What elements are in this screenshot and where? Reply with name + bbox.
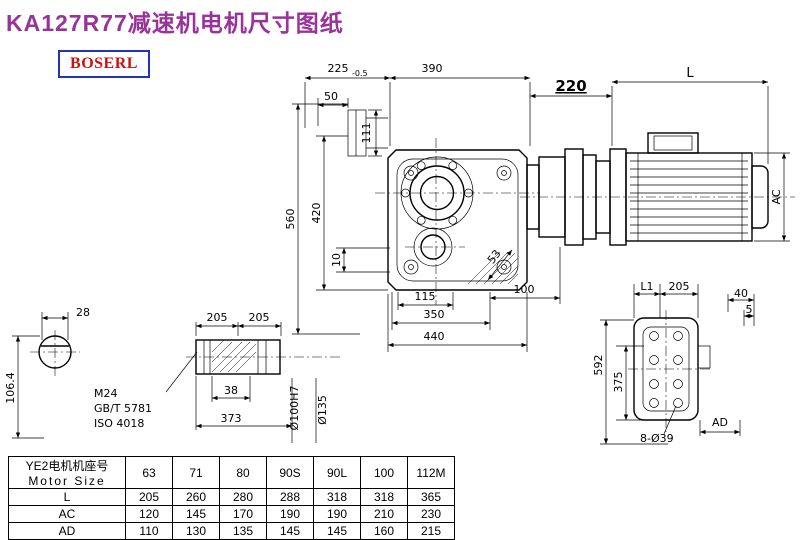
- gearbox-front-view: [375, 138, 540, 305]
- table-cell: 135: [219, 522, 267, 540]
- table-cell: 288: [266, 488, 314, 506]
- dim-220: 220: [555, 77, 586, 95]
- row-label-AD: AD: [8, 522, 126, 540]
- dimension-annotations: 225 -0.5 390 220 L 50 111 560 420 10 AC …: [4, 62, 790, 445]
- table-cell: 230: [407, 505, 455, 523]
- table-cell: 145: [172, 505, 220, 523]
- table-cell: 170: [219, 505, 267, 523]
- motor-fins: [630, 160, 748, 234]
- table-cell: 160: [360, 522, 408, 540]
- table-size-90s: 90S: [266, 456, 314, 489]
- dim-8-holes: 8-Ø39: [640, 432, 674, 445]
- shaft-hatch: [211, 339, 257, 373]
- label-iso-standard: ISO 4018: [94, 417, 144, 430]
- dim-L: L: [686, 66, 694, 81]
- dim-50: 50: [324, 90, 338, 103]
- table-size-100: 100: [360, 456, 408, 489]
- dim-AC: AC: [770, 189, 783, 204]
- dim-40: 40: [734, 287, 748, 300]
- table-row-AD: AD 110 130 135 145 145 160 215: [8, 522, 455, 540]
- table-size-71: 71: [172, 456, 220, 489]
- motor-size-table: YE2电机机座号 Motor Size 63 71 80 90S 90L 100…: [8, 456, 455, 540]
- page-title: KA127R77减速机电机尺寸图纸: [6, 10, 344, 36]
- table-header-row: YE2电机机座号 Motor Size 63 71 80 90S 90L 100…: [8, 456, 455, 489]
- table-cell: 210: [360, 505, 408, 523]
- label-gb-standard: GB/T 5781: [94, 402, 152, 415]
- table-cell: 365: [407, 488, 455, 506]
- row-label-AC: AC: [8, 505, 126, 523]
- dim-5: 5: [746, 303, 753, 316]
- dim-225-tolerance: -0.5: [352, 69, 368, 78]
- table-cell: 145: [266, 522, 314, 540]
- table-cell: 280: [219, 488, 267, 506]
- table-cell: 190: [313, 505, 361, 523]
- dim-560: 560: [284, 209, 297, 230]
- table-cell: 318: [360, 488, 408, 506]
- table-cell: 130: [172, 522, 220, 540]
- dim-373: 373: [221, 412, 242, 425]
- dim-106-4: 106.4: [4, 372, 17, 404]
- dim-115: 115: [415, 290, 436, 303]
- brand-logo: BOSERL: [58, 50, 150, 78]
- dim-225: 225: [328, 62, 349, 75]
- table-size-80: 80: [219, 456, 267, 489]
- table-header-en: Motor Size: [28, 474, 106, 488]
- motor-rear-view: [628, 310, 711, 435]
- table-header-cn: YE2电机机座号: [25, 459, 109, 473]
- dim-390: 390: [422, 62, 443, 75]
- table-size-63: 63: [125, 456, 173, 489]
- row-label-L: L: [8, 488, 126, 506]
- motor-side-view: [520, 132, 795, 246]
- dim-10: 10: [330, 253, 343, 267]
- table-cell: 110: [125, 522, 173, 540]
- table-cell: 215: [407, 522, 455, 540]
- dim-bore-100h7: Ø100H7: [288, 386, 301, 431]
- table-size-90l: 90L: [313, 456, 361, 489]
- table-header-motor-size: YE2电机机座号 Motor Size: [8, 456, 126, 489]
- dim-592: 592: [592, 355, 605, 376]
- table-cell: 318: [313, 488, 361, 506]
- table-cell: 260: [172, 488, 220, 506]
- table-row-L: L 205 260 280 288 318 318 365: [8, 488, 455, 506]
- dim-38: 38: [224, 384, 238, 397]
- table-cell: 205: [125, 488, 173, 506]
- table-size-112m: 112M: [407, 456, 455, 489]
- table-cell: 145: [313, 522, 361, 540]
- brand-logo-text: BOSERL: [70, 55, 138, 72]
- dim-L1: L1: [640, 280, 653, 293]
- table-row-AC: AC 120 145 170 190 190 210 230: [8, 505, 455, 523]
- label-m24: M24: [94, 387, 118, 400]
- dim-100: 100: [514, 283, 535, 296]
- dim-420: 420: [310, 203, 323, 224]
- table-cell: 190: [266, 505, 314, 523]
- table-cell: 120: [125, 505, 173, 523]
- dim-bore-135: Ø135: [316, 395, 329, 425]
- dim-111: 111: [360, 123, 373, 144]
- dim-205-right: 205: [249, 311, 270, 324]
- shaft-assembly-side-view: [165, 339, 340, 443]
- dim-350: 350: [424, 308, 445, 321]
- terminal-box: [647, 132, 699, 154]
- dim-28: 28: [76, 306, 90, 319]
- dim-rear-205: 205: [669, 280, 690, 293]
- dim-440: 440: [424, 330, 445, 343]
- dim-205-left: 205: [207, 311, 228, 324]
- hollow-shaft-end-view: [30, 330, 80, 376]
- dim-AD: AD: [712, 416, 728, 429]
- dim-375: 375: [612, 372, 625, 393]
